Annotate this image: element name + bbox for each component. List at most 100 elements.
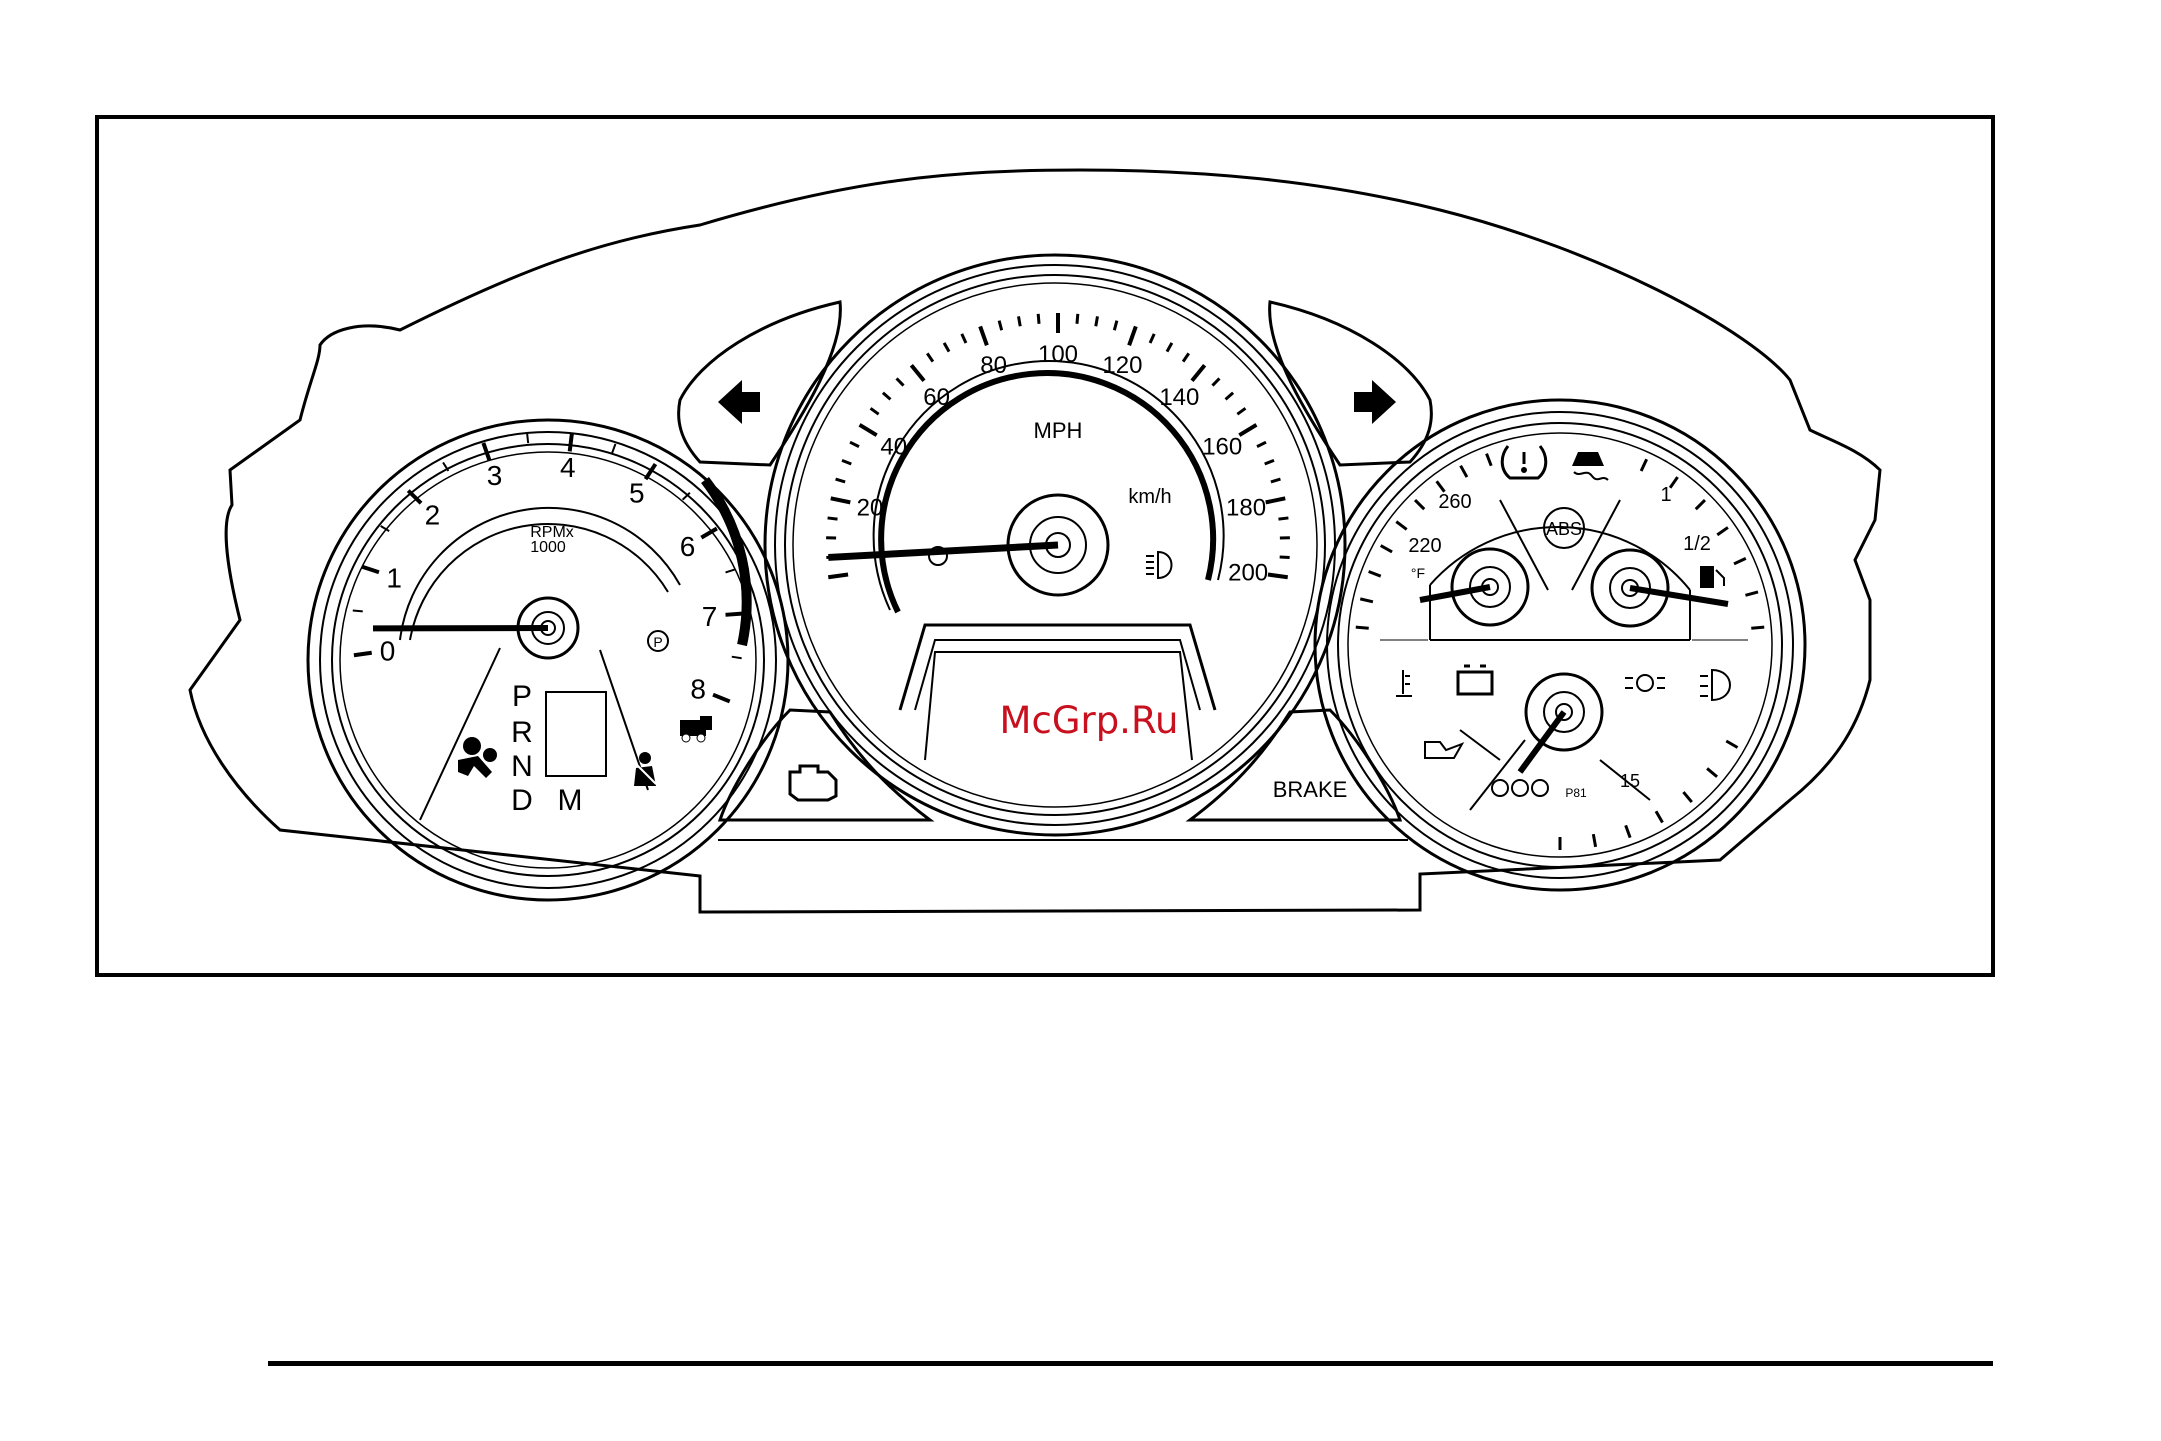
temp-tick [1381,546,1392,552]
headlamp-high-beam-icon [1146,552,1172,578]
speedo-minor-tick [1150,334,1154,343]
speedometer: 20 40 60 80 100 120 140160 180 200 MPH km/h [765,255,1345,835]
speedo-minor-tick [1271,479,1281,482]
tach-minor-tick [527,433,528,443]
right-lower-pod [1190,710,1400,820]
speedo-tick-label: 40 [880,434,907,461]
speedo-minor-tick [836,479,846,482]
speedo-tick-label: 120 [1102,352,1142,379]
speedo-major-tick [831,498,851,502]
tach-tick-label: 8 [690,674,706,705]
speedo-tick-label: 20 [857,494,884,521]
tach-major-tick [726,613,744,614]
coolant-icon [1396,670,1412,696]
part-code: P81 [1565,786,1587,800]
footer-rule [268,1361,1993,1366]
speedo-major-tick [1129,326,1136,345]
oil-tick [1683,792,1691,802]
speedo-minor-tick [842,460,851,464]
speedo-tick-label: 140 [1159,384,1199,411]
fuel-tick [1696,500,1705,509]
speedo-major-tick [1266,498,1286,502]
oil-tick [1656,811,1663,822]
tach-major-tick [713,695,730,702]
speedo-major-tick [980,326,987,345]
right-arrow-icon [1354,380,1396,424]
speedo-minor-tick [828,518,838,519]
temp-tick [1396,522,1406,530]
speedo-minor-tick [1265,460,1274,464]
speedo-major-tick [911,365,924,380]
tach-minor-tick [353,610,363,611]
tach-tick-label: 7 [702,601,718,632]
speedo-tick-label: 80 [980,352,1007,379]
left-signal-pod [679,302,841,465]
tach-major-tick [362,567,379,573]
tach-major-tick [354,653,372,656]
tach-tick-label: 2 [425,499,441,530]
fuel-tick [1734,558,1746,563]
fuel-pump-icon [1700,566,1724,588]
speedo-tick-label: 100 [1038,341,1078,368]
airbag-icon [458,737,497,778]
tach-major-tick [570,433,572,451]
speedo-minor-tick [1019,316,1021,326]
abs-icon: ABS [1544,508,1584,548]
tach-unit-line2: 1000 [530,539,566,556]
temp-tick-260: 260 [1438,491,1471,513]
fuel-tick [1641,459,1646,471]
cluster-inner-lip [700,840,1420,912]
speedo-minor-tick [1167,343,1172,352]
oil-can-icon [1425,742,1462,758]
speedo-minor-tick [1226,393,1234,400]
fog-lamp-icon [1700,670,1730,700]
park-brake-icon: P [648,631,668,651]
shift-d: D [511,784,533,817]
shift-r: R [511,716,533,749]
security-icon [1492,780,1548,796]
temp-tick [1415,500,1424,509]
speedo-minor-tick [962,334,966,343]
tach-minor-tick [726,569,736,572]
shift-p: P [512,680,532,713]
speedo-tick-label: 200 [1228,560,1268,587]
mph-unit: MPH [1034,418,1083,443]
oil-tick [1593,834,1595,847]
speedo-tick-label: 160 [1202,434,1242,461]
right-signal-pod [1270,302,1432,465]
tire-pressure-icon [1502,446,1546,478]
multi-gauge: 260 220 °F 1 1/2 15 P81 [1315,400,1805,890]
speedo-major-tick [1192,365,1205,380]
oil-tick [1626,825,1630,837]
fuel-tick-full: 1 [1660,484,1671,506]
speedo-minor-tick [850,442,859,446]
oil-tick-15: 15 [1620,771,1640,791]
tach-tick-label: 5 [629,478,645,509]
tach-tick-label: 6 [680,531,696,562]
speedo-major-tick [860,425,877,435]
speedo-tick-label: 180 [1226,494,1266,521]
speedo-minor-tick [871,408,879,414]
battery-icon [1458,666,1492,694]
traction-control-icon [1572,452,1608,480]
speedo-minor-tick [883,393,891,400]
speedo-minor-tick [1077,314,1078,324]
tach-tick-marks [353,433,744,701]
temp-tick [1461,466,1467,477]
fuel-tick-half: 1/2 [1683,533,1711,555]
temp-tick [1356,627,1369,628]
speedo-minor-tick [1114,321,1117,331]
abs-label: ABS [1546,519,1582,539]
oil-tick [1707,768,1717,776]
speedo-minor-tick [897,378,904,385]
speedo-minor-tick [1183,353,1189,361]
speedo-minor-tick [1257,442,1266,446]
tach-tick-label: 4 [560,452,576,483]
kmh-unit: km/h [1128,486,1171,508]
speedo-minor-tick [1038,314,1039,324]
speedo-major-tick [828,575,848,578]
temp-tick [1360,599,1373,602]
fuel-tick [1751,627,1764,628]
left-arrow-icon [718,380,760,424]
speedo-tick-label: 60 [923,384,950,411]
